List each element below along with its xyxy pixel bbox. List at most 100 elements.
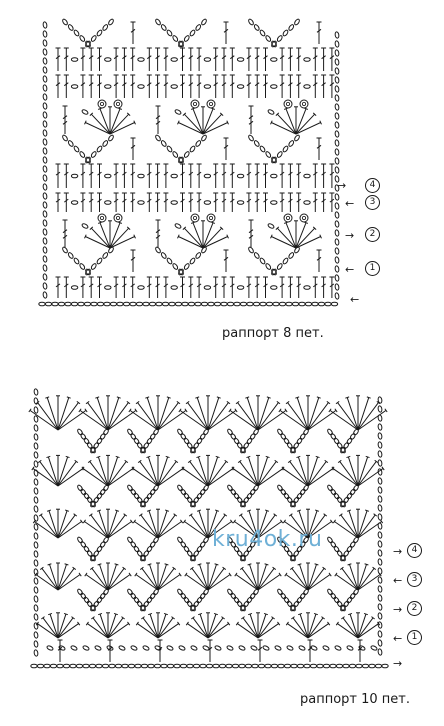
chain-stitch: [80, 433, 87, 440]
chain-stitch: [180, 488, 187, 496]
chain-stitch: [334, 94, 340, 102]
dc-stitch: [287, 163, 293, 188]
chain-stitch: [183, 545, 190, 553]
chain-stitch: [102, 252, 109, 259]
dc-stitch: [113, 276, 119, 298]
chain-stitch: [253, 24, 260, 31]
picot-center: [116, 102, 121, 107]
chain-stitch: [334, 49, 340, 57]
chain-stitch: [377, 450, 383, 458]
chain-stitch: [377, 540, 383, 548]
chain-stitch: [349, 541, 356, 548]
dc-stitch: [180, 163, 185, 188]
stitch-fan: [235, 612, 281, 639]
chain-stitch: [177, 428, 183, 436]
chain-stitch: [195, 140, 202, 147]
chain-stitch: [160, 252, 167, 259]
chain-stitch: [42, 48, 48, 56]
chain-stitch: [166, 257, 173, 265]
stitch-fan: [182, 508, 234, 539]
dc-stitch: [279, 163, 285, 188]
dc-stitch: [188, 163, 194, 188]
chain-stitch: [142, 645, 150, 651]
chain-stitch: [334, 121, 340, 129]
chain-stitch: [183, 437, 190, 445]
chain-stitch: [33, 388, 39, 396]
watermark-text: kru4ok.ru: [212, 527, 323, 552]
chain-stitch: [96, 437, 103, 445]
dc-stitch: [229, 276, 235, 298]
dc-stitch: [312, 276, 318, 298]
chain-stitch: [180, 433, 187, 440]
chain-stitch: [33, 586, 39, 594]
chain-stitch: [170, 200, 178, 205]
stitch-fan: [84, 106, 136, 135]
dc-stitch: [329, 276, 335, 298]
dc-stitch: [130, 192, 136, 212]
chain-stitch: [236, 200, 245, 205]
rapport-label-2: раппорт 10 пет.: [300, 692, 411, 707]
chain-stitch: [183, 263, 190, 270]
dc-stitch: [63, 47, 69, 71]
chain-stitch: [79, 35, 86, 42]
dc-stitch: [312, 192, 318, 212]
chain-stitch: [133, 596, 140, 604]
dc-stitch: [329, 47, 335, 71]
dc-stitch: [113, 47, 119, 71]
row2-arrow-1: ←: [393, 632, 403, 645]
chain-stitch: [160, 663, 168, 669]
picot-center: [208, 215, 213, 220]
dc-stitch: [88, 74, 94, 98]
dc-stitch: [223, 137, 229, 160]
chain-stitch: [140, 500, 146, 508]
chain-stitch: [127, 663, 136, 669]
stitch-fan: [328, 395, 388, 431]
chain-stitch: [280, 541, 287, 548]
dc-stitch: [188, 74, 194, 98]
chain-stitch: [90, 446, 96, 454]
dc-stitch: [329, 163, 335, 188]
chain-stitch: [205, 663, 214, 669]
dc-stitch: [113, 192, 119, 212]
picot-center: [100, 102, 105, 107]
chain-stitch: [257, 663, 266, 669]
stitch-fan: [84, 562, 132, 591]
chain-stitch: [346, 437, 353, 445]
dc-stitch: [146, 276, 152, 298]
chain-stitch: [334, 67, 340, 75]
chain-stitch: [33, 397, 39, 405]
chain-stitch: [42, 21, 48, 29]
chain-stitch: [303, 200, 311, 205]
chain-stitch: [290, 446, 296, 454]
chain-stitch: [377, 612, 383, 620]
chain-stitch: [178, 645, 186, 651]
chain-stitch: [270, 84, 278, 89]
chain-stitch: [183, 151, 190, 158]
chain-stitch: [178, 268, 184, 276]
chain-stitch: [288, 252, 295, 259]
chain-stitch: [190, 554, 196, 562]
chain-stitch: [346, 492, 353, 500]
chain-stitch: [196, 596, 203, 604]
chain-stitch: [283, 545, 290, 553]
chain-stitch: [271, 268, 277, 276]
chain-stitch: [96, 492, 103, 500]
dc-stitch: [121, 163, 127, 188]
chain-stitch: [137, 200, 145, 205]
chain-stitch: [349, 592, 356, 600]
chain-stitch: [327, 588, 333, 596]
chain-stitch: [340, 500, 346, 508]
chain-stitch: [303, 173, 311, 179]
chain-stitch: [160, 140, 167, 147]
chain-stitch: [42, 228, 48, 236]
dc-stitch: [312, 74, 318, 98]
chain-stitch: [327, 428, 333, 436]
chain-stitch: [277, 428, 283, 436]
chain-stitch: [183, 596, 190, 604]
dc-stitch: [316, 21, 322, 44]
chain-stitch: [190, 604, 196, 612]
dc-stitch: [180, 74, 185, 98]
chain-stitch: [377, 603, 383, 611]
chain-stitch: [334, 112, 340, 120]
